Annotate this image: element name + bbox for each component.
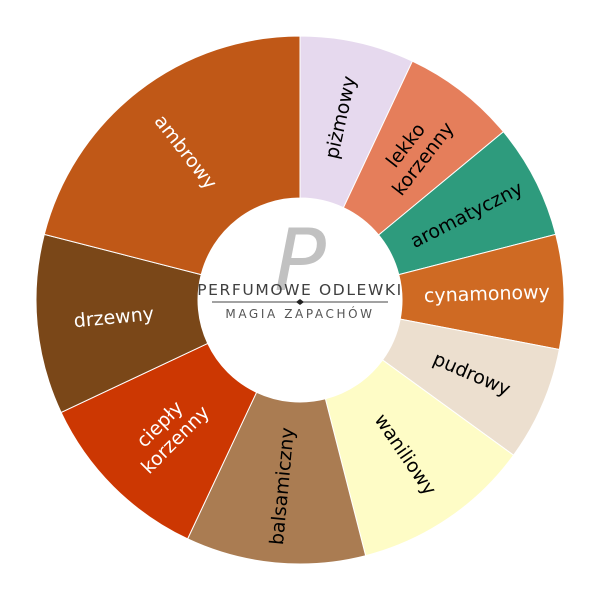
monogram-letter: P [274, 211, 326, 311]
logo-tagline: MAGIA ZAPACHÓW [225, 306, 374, 321]
slice-label-3: cynamonowy [424, 281, 551, 307]
slices-group [35, 35, 565, 565]
logo-diamond-icon [296, 299, 304, 305]
logo-brand-line: PERFUMOWE ODLEWKI [197, 281, 403, 299]
brand-logo: P PERFUMOWE ODLEWKI MAGIA ZAPACHÓW [197, 211, 403, 321]
